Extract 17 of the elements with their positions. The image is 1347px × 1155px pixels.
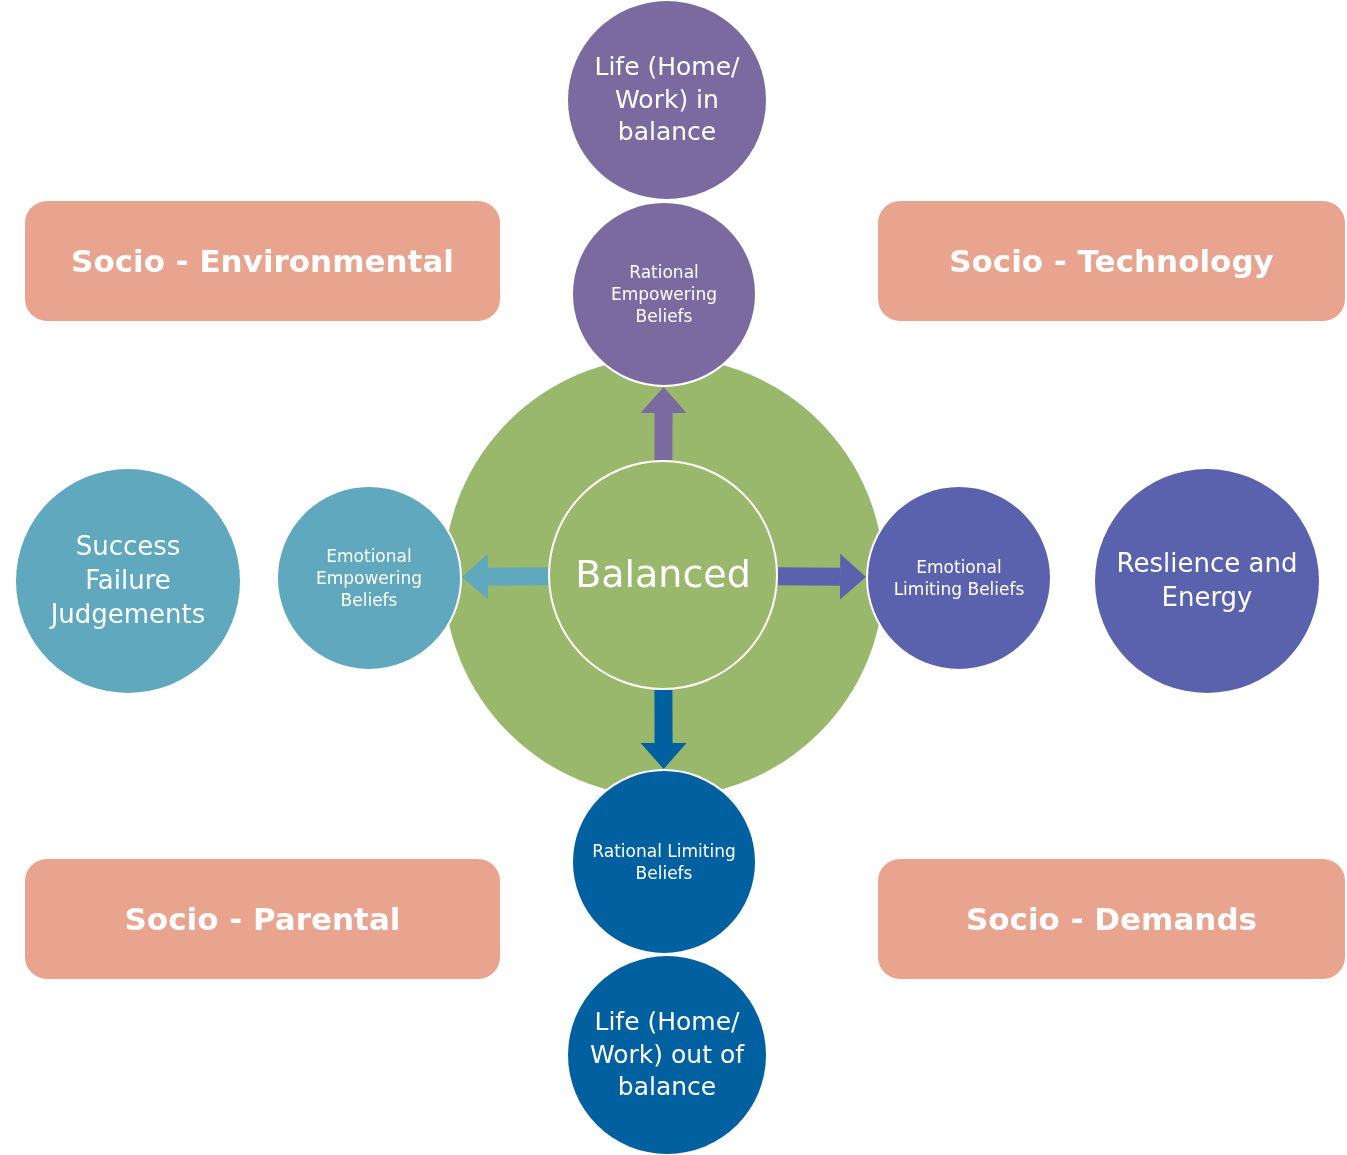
block-arrow: [777, 553, 866, 600]
concept-circle: Reslience and Energy: [1095, 469, 1319, 693]
block-arrow: [462, 553, 549, 600]
concept-circle: Balanced: [548, 460, 778, 690]
block-arrow: [640, 689, 687, 769]
block-arrow: [640, 387, 687, 461]
concept-circle: Rational Limiting Beliefs: [571, 769, 757, 955]
concept-circle: Life (Home/ Work) out of balance: [568, 956, 766, 1154]
category-box: Socio - Demands: [878, 859, 1345, 979]
category-box: Socio - Technology: [878, 201, 1345, 321]
concept-circle: Emotional Limiting Beliefs: [866, 485, 1052, 671]
category-box: Socio - Environmental: [25, 201, 500, 321]
concept-circle: Emotional Empowering Beliefs: [276, 485, 462, 671]
concept-circle: Success Failure Judgements: [16, 469, 240, 693]
concept-circle: Life (Home/ Work) in balance: [568, 1, 766, 199]
category-box: Socio - Parental: [25, 859, 500, 979]
concept-circle: Rational Empowering Beliefs: [571, 201, 757, 387]
